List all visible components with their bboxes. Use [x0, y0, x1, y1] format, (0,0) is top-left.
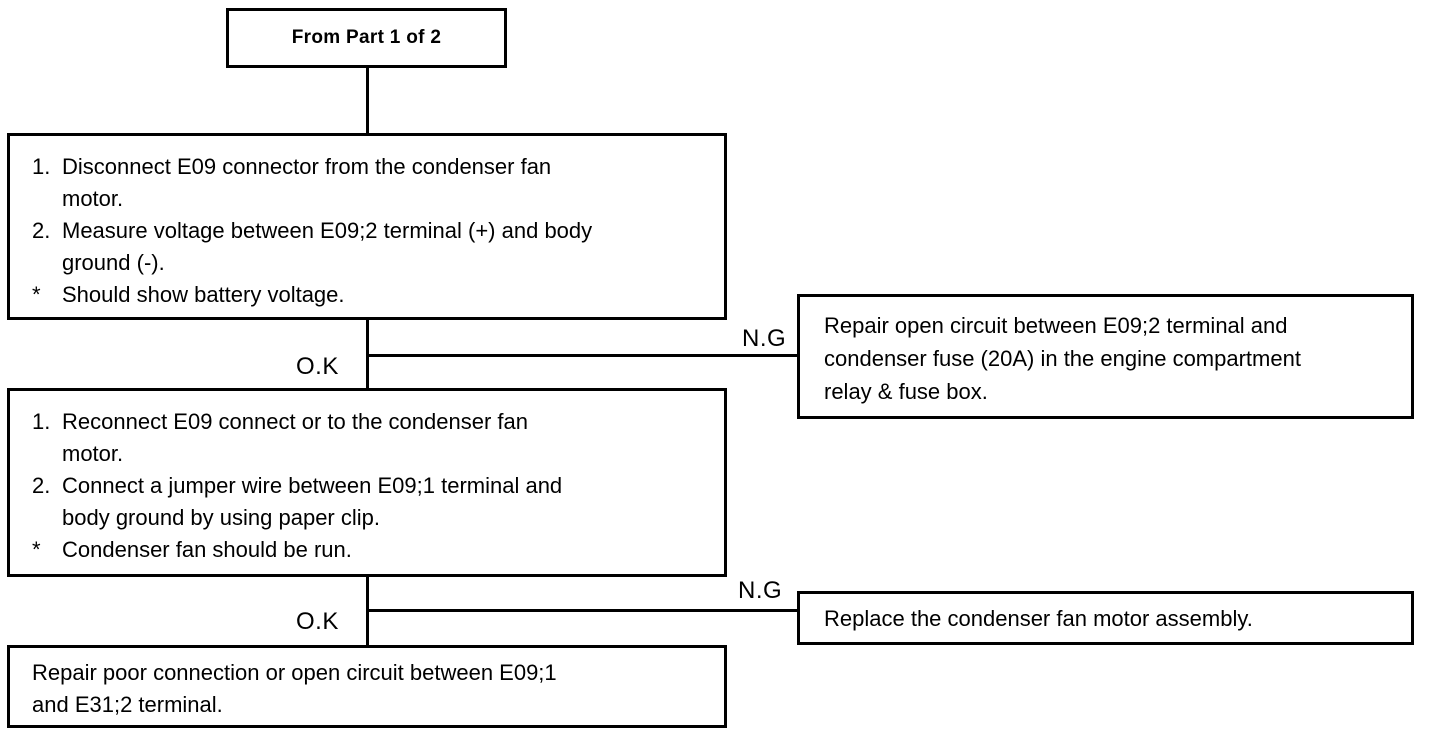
- ok1-label: O.K: [296, 353, 339, 380]
- item-text: Reconnect E09 connect or to the condense…: [62, 409, 528, 466]
- ng1-label: N.G: [742, 325, 787, 352]
- step1-box: 1. Disconnect E09 connector from the con…: [7, 133, 727, 320]
- connector-step2-to-final: [366, 577, 369, 645]
- step2-item-note: * Condenser fan should be run.: [32, 534, 714, 566]
- from-part-box: From Part 1 of 2: [226, 8, 507, 68]
- item-marker: 2.: [32, 473, 51, 498]
- ng2-result-text: Replace the condenser fan motor assembly…: [824, 605, 1253, 631]
- connector-title-to-step1: [366, 68, 369, 133]
- item-marker: *: [32, 282, 41, 307]
- from-part-label: From Part 1 of 2: [291, 27, 442, 48]
- final-result-box: Repair poor connection or open circuit b…: [7, 645, 727, 728]
- item-text: Condenser fan should be run.: [62, 537, 352, 562]
- item-marker: 1.: [32, 409, 51, 434]
- step1-item-note: * Should show battery voltage.: [32, 279, 714, 311]
- item-marker: 1.: [32, 154, 51, 179]
- ok2-label: O.K: [296, 608, 339, 635]
- item-marker: *: [32, 537, 41, 562]
- ng1-result-box: Repair open circuit between E09;2 termin…: [797, 294, 1414, 419]
- final-result-text: Repair poor connection or open circuit b…: [32, 660, 557, 717]
- step1-item-1: 1. Disconnect E09 connector from the con…: [32, 151, 714, 215]
- step2-item-2: 2. Connect a jumper wire between E09;1 t…: [32, 470, 714, 534]
- step1-item-2: 2. Measure voltage between E09;2 termina…: [32, 215, 714, 279]
- item-text: Connect a jumper wire between E09;1 term…: [62, 473, 563, 530]
- connector-step1-to-step2: [366, 320, 369, 388]
- ng1-result-text: Repair open circuit between E09;2 termin…: [824, 313, 1301, 404]
- branch2-ng-line: [369, 609, 797, 612]
- ng2-result-box: Replace the condenser fan motor assembly…: [797, 591, 1414, 645]
- step2-box: 1. Reconnect E09 connect or to the conde…: [7, 388, 727, 577]
- item-text: Should show battery voltage.: [62, 282, 345, 307]
- step2-item-1: 1. Reconnect E09 connect or to the conde…: [32, 406, 714, 470]
- item-text: Disconnect E09 connector from the conden…: [62, 154, 552, 211]
- item-marker: 2.: [32, 218, 51, 243]
- branch1-ng-line: [369, 354, 797, 357]
- ng2-label: N.G: [738, 577, 783, 604]
- item-text: Measure voltage between E09;2 terminal (…: [62, 218, 593, 275]
